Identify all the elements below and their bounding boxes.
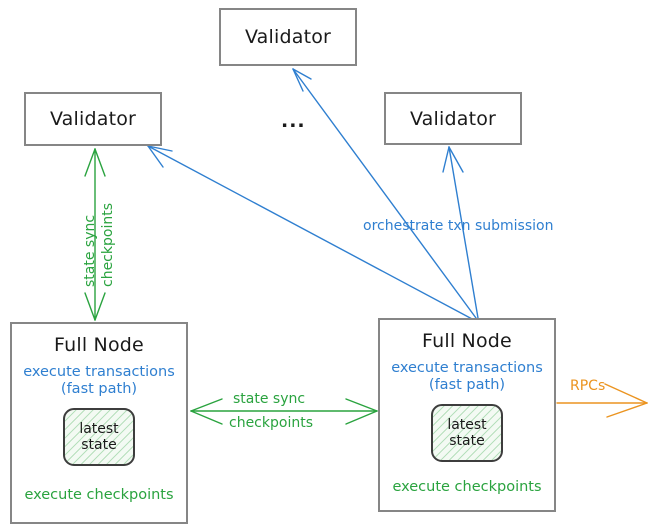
horizontal-head-right-b [345, 410, 378, 425]
full-node-right-blue-line2: (fast path) [428, 377, 506, 393]
full-node-right-blue-note: execute transactions (fast path) [391, 360, 543, 394]
latest-state-right-line2: state [449, 433, 485, 449]
full-node-left-blue-line1: execute transactions [23, 364, 175, 380]
orchestrate-txn-submission-label: orchestrate txn submission [363, 218, 554, 234]
arrowhead-right-b [448, 146, 464, 173]
latest-state-left-line2: state [81, 437, 117, 453]
validator-node-right[interactable]: Validator [384, 92, 522, 145]
latest-state-right-line1: latest [447, 417, 487, 433]
state-sync-vertical-label-line1: state sync [82, 214, 98, 287]
rpc-head-b [606, 402, 648, 418]
arrowhead-top-b [292, 68, 312, 80]
full-node-left-blue-note: execute transactions (fast path) [23, 364, 175, 398]
horizontal-head-left-b [190, 410, 223, 425]
vertical-head-up-a [84, 148, 96, 177]
full-node-right[interactable]: Full Node execute transactions (fast pat… [378, 318, 556, 512]
vertical-head-down-b [94, 292, 106, 321]
vertical-head-up-b [94, 148, 106, 177]
arrowhead-left-a [147, 145, 173, 152]
validator-node-left[interactable]: Validator [24, 92, 162, 146]
arrowhead-left-b [147, 145, 164, 168]
horizontal-head-right-a [345, 398, 378, 412]
full-node-left[interactable]: Full Node execute transactions (fast pat… [10, 322, 188, 524]
full-node-left-title: Full Node [54, 334, 144, 356]
validators-ellipsis: ... [281, 110, 306, 132]
validator-node-top[interactable]: Validator [219, 8, 357, 66]
latest-state-left-line1: latest [79, 421, 119, 437]
validator-left-label: Validator [49, 108, 137, 130]
full-node-left-blue-line2: (fast path) [60, 381, 138, 397]
rpcs-label: RPCs [570, 378, 606, 394]
validator-right-label: Validator [409, 107, 497, 130]
vertical-head-down-a [84, 292, 96, 321]
full-node-right-blue-line1: execute transactions [391, 360, 543, 376]
full-node-right-title: Full Node [422, 330, 512, 352]
arrowhead-top-a [292, 68, 304, 92]
latest-state-box-right: latest state [431, 404, 503, 462]
rpc-head-a [604, 383, 648, 404]
full-node-left-green-note: execute checkpoints [24, 487, 174, 503]
latest-state-box-left: latest state [63, 408, 135, 466]
state-sync-horizontal-label-line1: state sync [233, 391, 306, 407]
horizontal-head-left-a [190, 398, 223, 412]
full-node-right-green-note: execute checkpoints [392, 479, 542, 495]
state-sync-horizontal-label-line2: checkpoints [229, 415, 313, 431]
state-sync-vertical-label-line2: checkpoints [100, 203, 116, 287]
arrowhead-right-a [442, 146, 450, 173]
validator-top-label: Validator [244, 26, 332, 48]
